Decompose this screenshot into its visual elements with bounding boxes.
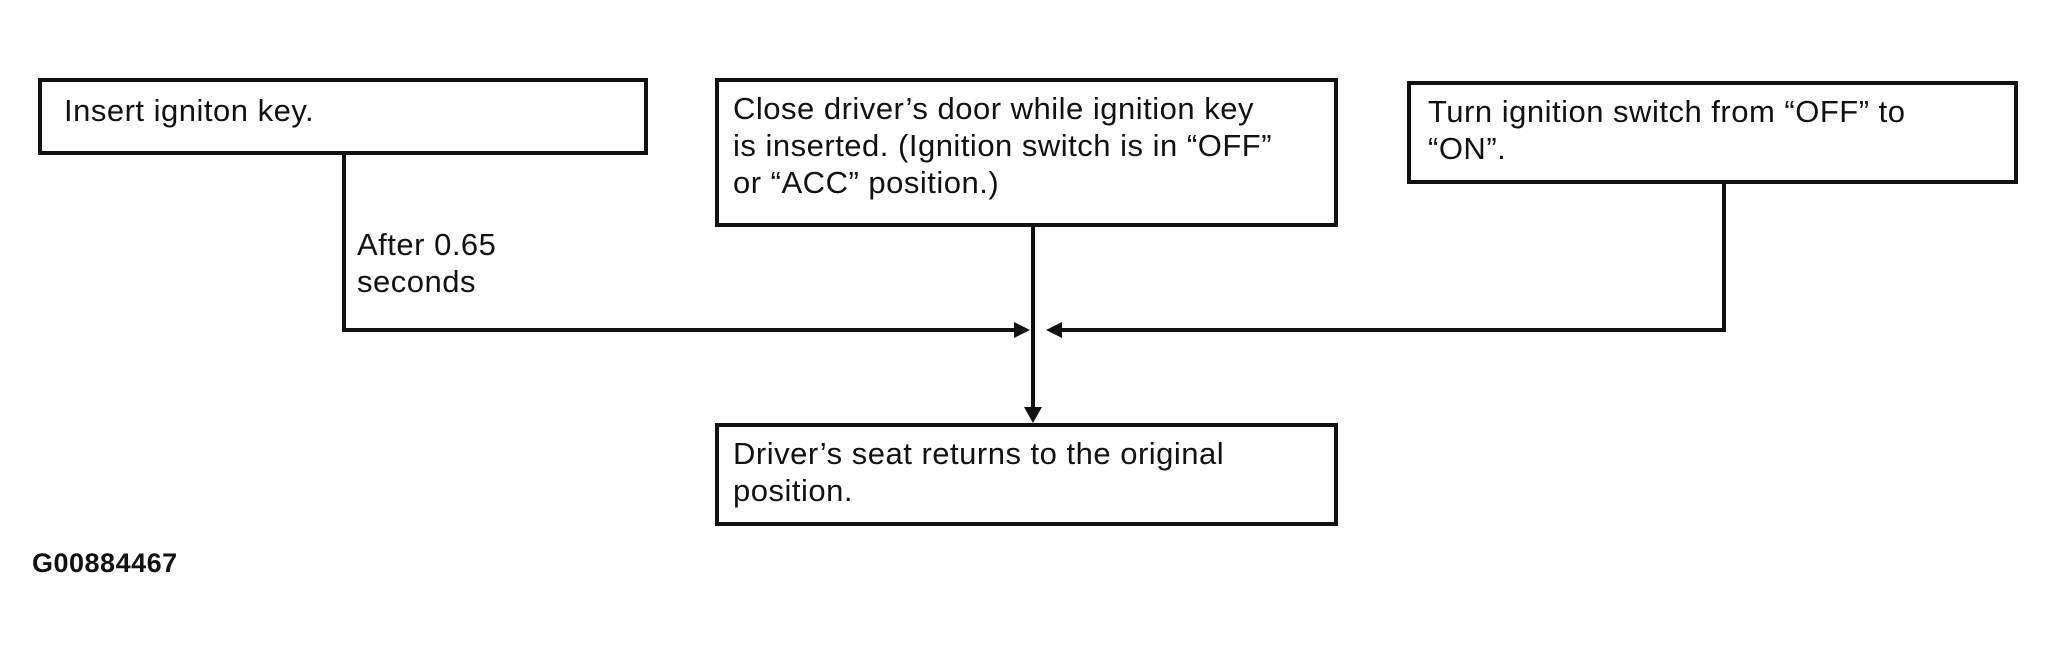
figure-id: G00884467 (32, 548, 178, 578)
box-text-line: or “ACC” position.) (733, 165, 1000, 200)
flow-box-close-door: Close driver’s door while ignition key i… (715, 78, 1338, 227)
connector-left-horizontal (342, 328, 1014, 332)
box-text-line: “ON”. (1428, 131, 1507, 166)
flow-box-turn-ignition-switch: Turn ignition switch from “OFF” to “ON”. (1407, 81, 2018, 184)
box-text-line: position. (733, 473, 853, 508)
box-text-line: is inserted. (Ignition switch is in “OFF… (733, 128, 1273, 163)
flow-box-insert-key: Insert igniton key. (38, 78, 648, 155)
box-text-line: Insert igniton key. (64, 93, 315, 128)
connector-right-vertical (1722, 184, 1726, 332)
connector-left-vertical (342, 155, 346, 332)
box-text-line: Driver’s seat returns to the original (733, 436, 1225, 471)
delay-label-line: After 0.65 (357, 227, 497, 262)
arrow-right-icon (1014, 322, 1030, 338)
delay-label-line: seconds (357, 264, 476, 299)
flow-box-seat-returns: Driver’s seat returns to the original po… (715, 423, 1338, 526)
connector-middle-vertical (1031, 227, 1035, 408)
connector-right-horizontal (1062, 328, 1726, 332)
arrow-down-icon (1024, 407, 1042, 423)
delay-label: After 0.65 seconds (357, 226, 496, 300)
box-text-line: Turn ignition switch from “OFF” to (1428, 94, 1906, 129)
arrow-left-icon (1046, 322, 1062, 338)
box-text-line: Close driver’s door while ignition key (733, 91, 1254, 126)
